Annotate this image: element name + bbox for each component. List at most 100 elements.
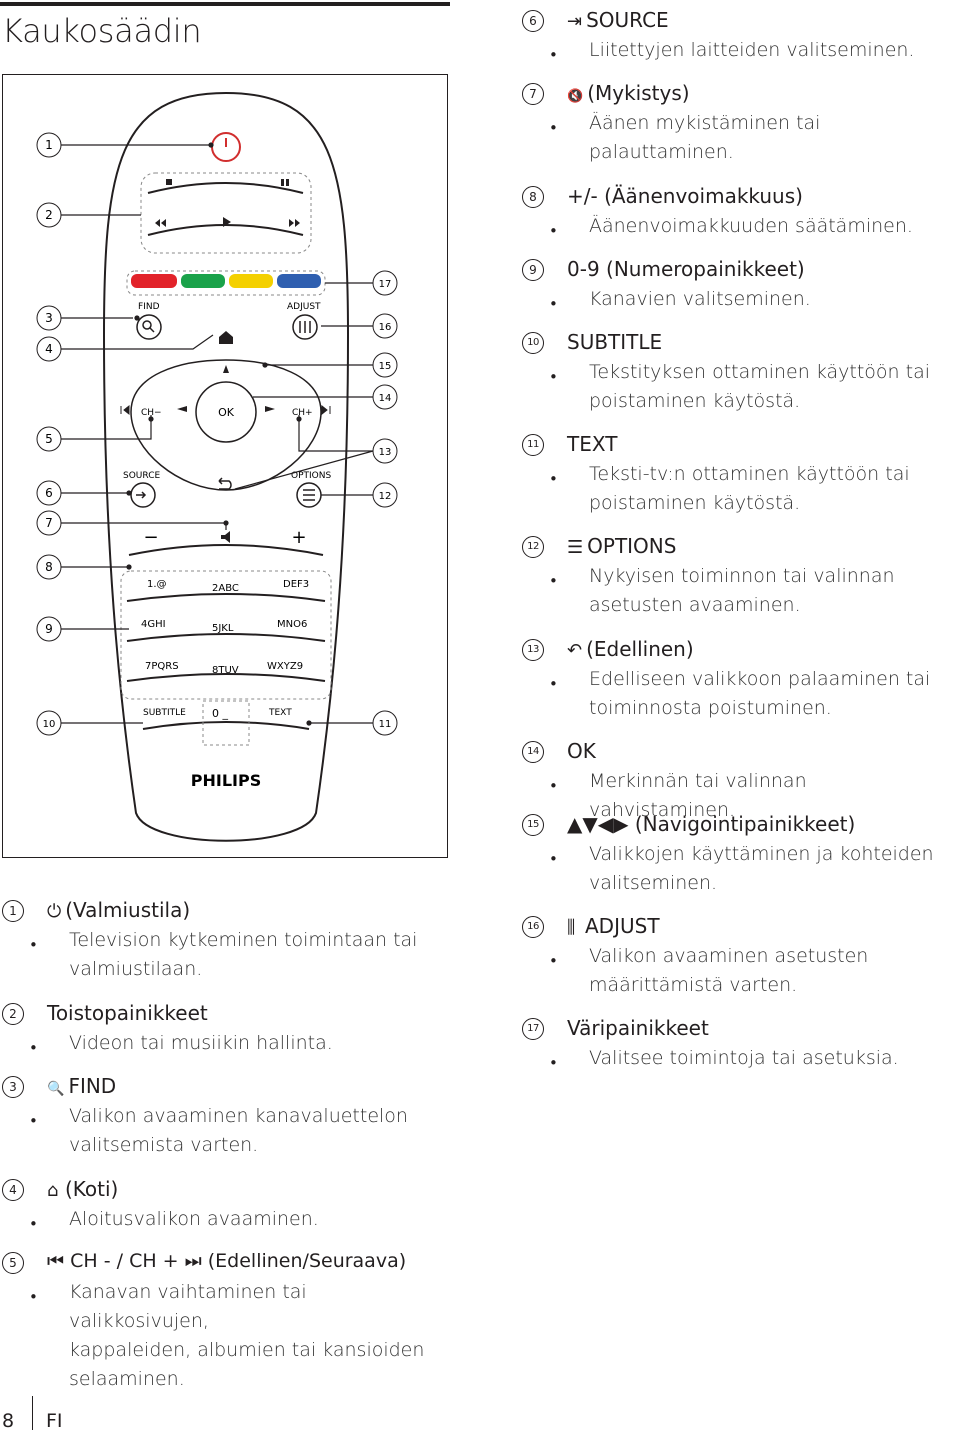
mute-icon: 🔇	[567, 89, 584, 104]
pause-icon	[286, 179, 289, 186]
callout-11: 11	[372, 710, 398, 736]
previous-icon	[120, 404, 130, 416]
item-description: Merkinnän tai valinnan vahvistaminen.	[589, 770, 807, 821]
item-number: 14	[522, 741, 544, 763]
svg-text:14: 14	[379, 393, 392, 404]
bullet: •	[549, 222, 558, 240]
ok-label: OK	[218, 406, 235, 419]
callout-9: 9	[36, 616, 62, 642]
language-code: FI	[46, 1410, 63, 1432]
callout-lines	[61, 142, 374, 726]
bullet: •	[549, 295, 558, 313]
svg-text:16: 16	[379, 322, 392, 333]
item-number: 6	[522, 10, 544, 32]
bullet: •	[549, 470, 558, 488]
footer-divider	[32, 1396, 33, 1430]
remote-illustration: FIND ADJUST OK CH− CH+ SOURCE OPTIONS − …	[2, 74, 448, 858]
item-number: 16	[522, 916, 544, 938]
item-number: 17	[522, 1018, 544, 1040]
item-description: Videon tai musiikin hallinta.	[69, 1032, 333, 1054]
key-3: DEF3	[283, 579, 309, 590]
item-title: (Mykistys)	[587, 81, 690, 105]
svg-text:8: 8	[45, 560, 53, 574]
callout-16: 16	[372, 313, 398, 339]
bullet: •	[549, 850, 558, 868]
search-icon	[142, 320, 152, 330]
item-number: 10	[522, 332, 544, 354]
item-title: ⏮ CH - / CH + ⏭ (Edellinen/Seuraava)	[47, 1250, 407, 1272]
key-0: 0 _	[212, 707, 228, 720]
search-icon: 🔍	[47, 1081, 65, 1097]
bullet: •	[29, 936, 38, 954]
navigation-ring	[130, 359, 322, 491]
item-number: 4	[2, 1179, 24, 1201]
item-title: SOURCE	[586, 8, 669, 32]
page-number: 8	[2, 1410, 15, 1432]
item-number: 3	[2, 1076, 24, 1098]
item-title: +/- (Äänenvoimakkuus)	[567, 184, 803, 208]
svg-text:9: 9	[45, 622, 53, 636]
color-key-blue	[277, 274, 321, 288]
item-title: TEXT	[567, 432, 618, 456]
options-icon: ☰	[567, 537, 584, 558]
source-icon	[130, 482, 156, 508]
item-title: 0-9 (Numeropainikkeet)	[567, 257, 805, 281]
item-number: 9	[522, 259, 544, 281]
item-title: ▲▼◀▶ (Navigointipainikkeet)	[567, 812, 856, 836]
adjust-label: ADJUST	[287, 302, 321, 312]
bullet: •	[549, 952, 558, 970]
key-7: 7PQRS	[145, 661, 179, 672]
bullet: •	[549, 572, 558, 590]
play-controls	[140, 172, 312, 254]
item-description: Liitettyjen laitteiden valitseminen.	[589, 39, 915, 61]
item-title: Toistopainikkeet	[47, 1001, 208, 1025]
item-description: Kanavien valitseminen.	[589, 288, 811, 310]
volume-plus-label: +	[291, 527, 306, 548]
svg-text:10: 10	[43, 719, 56, 730]
item-number: 13	[522, 639, 544, 661]
item-number: 12	[522, 536, 544, 558]
callout-2: 2	[36, 202, 62, 228]
svg-text:11: 11	[379, 719, 392, 730]
remote-body-outline	[102, 91, 350, 842]
item-title: OK	[567, 739, 596, 763]
bullet: •	[29, 1112, 38, 1130]
svg-text:15: 15	[379, 361, 392, 372]
callout-5: 5	[36, 426, 62, 452]
mute-icon	[221, 531, 230, 543]
text-label: TEXT	[268, 708, 292, 718]
item-description: Aloitusvalikon avaaminen.	[69, 1208, 319, 1230]
right-arrow-icon	[265, 406, 275, 412]
bullet: •	[549, 675, 558, 693]
philips-logo: PHILIPS	[191, 771, 261, 790]
key-9: WXYZ9	[267, 661, 303, 672]
next-icon	[321, 404, 331, 416]
item-number: 8	[522, 186, 544, 208]
color-key-green	[181, 274, 225, 288]
svg-text:1: 1	[45, 138, 53, 152]
svg-text:13: 13	[379, 447, 392, 458]
subtitle-label: SUBTITLE	[143, 708, 186, 718]
svg-text:17: 17	[379, 279, 392, 290]
item-title: (Koti)	[65, 1177, 119, 1201]
key-2: 2ABC	[212, 583, 239, 594]
volume-minus-label: −	[143, 527, 158, 548]
source-label: SOURCE	[123, 471, 160, 481]
adjust-icon: ⫼	[567, 917, 576, 938]
forward-icon	[289, 219, 300, 227]
rewind-icon	[155, 219, 166, 227]
remote-control-drawing: FIND ADJUST OK CH− CH+ SOURCE OPTIONS − …	[36, 91, 398, 842]
key-4: 4GHI	[141, 619, 166, 630]
callout-10: 10	[36, 710, 62, 736]
svg-text:7: 7	[45, 516, 53, 530]
item-title: SUBTITLE	[567, 330, 663, 354]
bullet: •	[549, 119, 558, 137]
color-key-yellow	[229, 274, 273, 288]
item-description: Valitsee toimintoja tai asetuksia.	[589, 1047, 899, 1069]
